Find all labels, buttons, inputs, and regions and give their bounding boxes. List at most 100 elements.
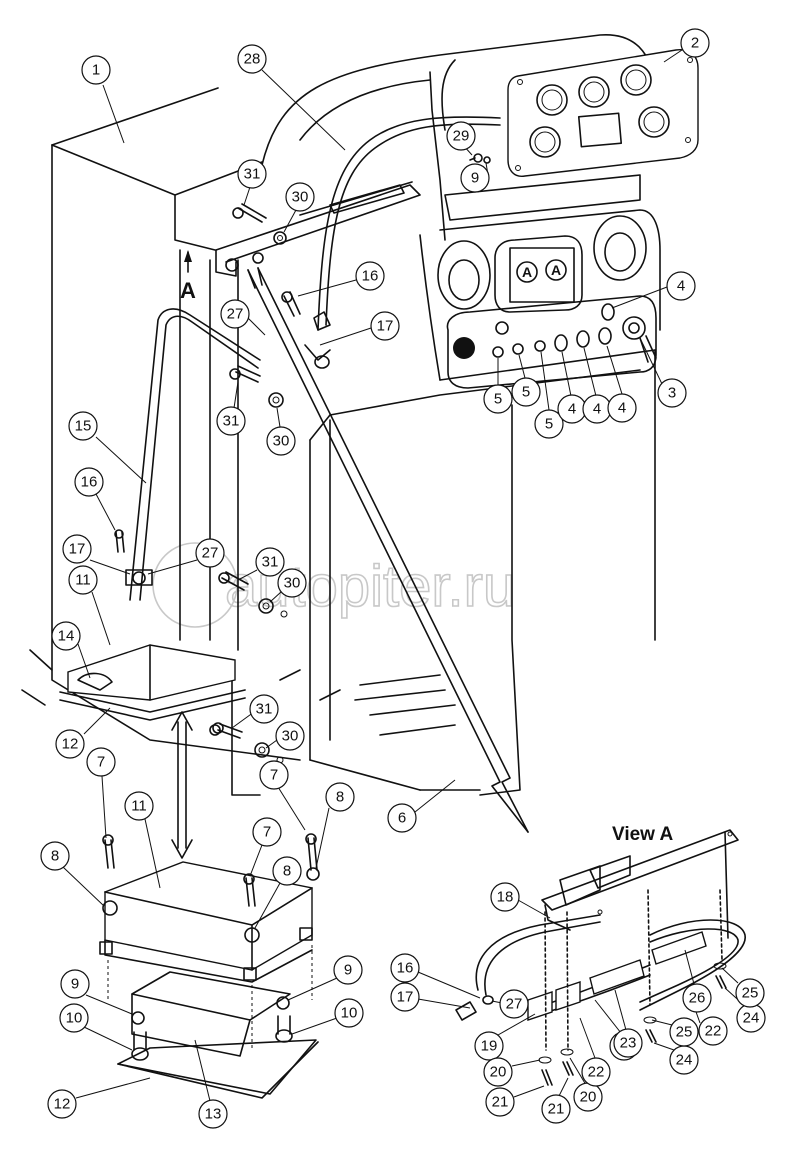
callout-18: 18	[490, 882, 520, 912]
callout-1: 1	[81, 55, 111, 85]
svg-text:7: 7	[263, 824, 271, 841]
callout-17-c: 17	[390, 982, 420, 1012]
svg-text:25: 25	[742, 985, 759, 1002]
svg-text:5: 5	[494, 391, 502, 408]
callout-11-a: 11	[68, 565, 98, 595]
callout-31-a: 31	[237, 159, 267, 189]
harness-upper	[129, 116, 501, 601]
svg-text:16: 16	[397, 960, 414, 977]
battery-mounted	[59, 644, 246, 736]
callout-13: 13	[198, 1099, 228, 1129]
callout-14: 14	[51, 621, 81, 651]
svg-text:4: 4	[568, 401, 576, 418]
svg-text:7: 7	[97, 754, 105, 771]
svg-text:22: 22	[705, 1023, 722, 1040]
ammeter-panel: A A	[494, 235, 583, 313]
svg-text:21: 21	[548, 1101, 565, 1118]
svg-text:27: 27	[506, 996, 523, 1013]
callout-5-c: 5	[534, 409, 564, 439]
callout-25-b: 25	[735, 978, 765, 1008]
callout-23: 23	[613, 1028, 643, 1058]
callout-16-b: 16	[74, 467, 104, 497]
hardware-upper	[114, 203, 301, 764]
svg-text:17: 17	[377, 318, 394, 335]
callout-7-b: 7	[86, 747, 116, 777]
callout-22-b: 22	[698, 1016, 728, 1046]
callout-31-d: 31	[249, 694, 279, 724]
svg-text:24: 24	[676, 1052, 693, 1069]
gauge-mark-right: A	[551, 262, 561, 278]
callout-8-c: 8	[272, 856, 302, 886]
callout-17-a: 17	[370, 311, 400, 341]
svg-text:25: 25	[676, 1024, 693, 1041]
callout-16-c: 16	[390, 953, 420, 983]
svg-text:12: 12	[54, 1096, 71, 1113]
callout-8-a: 8	[325, 782, 355, 812]
dashboard-console: A A	[261, 34, 699, 796]
callout-31-b: 31	[216, 406, 246, 436]
svg-text:9: 9	[471, 170, 479, 187]
callouts: 1 2 28 29 9 31 30 16 17 27 31 30	[40, 28, 766, 1129]
callout-5-a: 5	[483, 384, 513, 414]
callout-9-b: 9	[333, 955, 363, 985]
svg-text:12: 12	[62, 736, 79, 753]
air-vent-left	[437, 240, 491, 310]
callout-4-c: 4	[582, 394, 612, 424]
callout-27-b: 27	[195, 538, 225, 568]
gauge-panel	[507, 49, 699, 177]
svg-text:26: 26	[689, 990, 706, 1007]
svg-text:30: 30	[292, 189, 309, 206]
svg-text:21: 21	[492, 1094, 509, 1111]
cabin-wall	[21, 87, 301, 796]
svg-text:10: 10	[66, 1010, 83, 1027]
callout-30-a: 30	[285, 182, 315, 212]
svg-text:11: 11	[131, 798, 147, 815]
svg-text:31: 31	[244, 166, 261, 183]
svg-text:19: 19	[481, 1038, 498, 1055]
svg-text:9: 9	[344, 962, 352, 979]
svg-text:4: 4	[677, 278, 685, 295]
svg-text:20: 20	[490, 1064, 507, 1081]
svg-text:30: 30	[282, 728, 299, 745]
svg-text:17: 17	[397, 989, 414, 1006]
callout-30-b: 30	[266, 426, 296, 456]
callout-15: 15	[68, 411, 98, 441]
svg-text:8: 8	[51, 848, 59, 865]
callout-19-a: 19	[474, 1031, 504, 1061]
svg-text:2: 2	[691, 35, 699, 52]
callout-29: 29	[446, 121, 476, 151]
svg-text:30: 30	[273, 433, 290, 450]
callout-10-a: 10	[59, 1003, 89, 1033]
svg-text:6: 6	[398, 810, 406, 827]
svg-text:31: 31	[256, 701, 273, 718]
callout-21-a: 21	[485, 1087, 515, 1117]
svg-text:17: 17	[69, 541, 86, 558]
section-marker-label: A	[180, 278, 196, 303]
svg-text:16: 16	[81, 474, 98, 491]
svg-text:16: 16	[362, 268, 379, 285]
air-vent-right	[593, 215, 647, 281]
callout-12-b: 12	[47, 1089, 77, 1119]
svg-text:4: 4	[593, 401, 601, 418]
switches	[453, 303, 657, 363]
callout-27-a: 27	[220, 299, 250, 329]
callout-12-a: 12	[55, 729, 85, 759]
callout-24-b: 24	[736, 1003, 766, 1033]
callout-5-b: 5	[511, 377, 541, 407]
svg-text:22: 22	[588, 1064, 605, 1081]
svg-text:1: 1	[92, 62, 100, 79]
svg-text:7: 7	[270, 767, 278, 784]
callout-4-a: 4	[666, 271, 696, 301]
svg-text:31: 31	[262, 554, 279, 571]
view-a: View A	[455, 824, 746, 1086]
svg-text:4: 4	[618, 400, 626, 417]
svg-text:18: 18	[497, 889, 514, 906]
callout-25-a: 25	[669, 1017, 699, 1047]
callout-20-a: 20	[483, 1057, 513, 1087]
svg-text:14: 14	[58, 628, 75, 645]
svg-text:24: 24	[743, 1010, 760, 1027]
callout-26: 26	[682, 983, 712, 1013]
callout-24-a: 24	[669, 1045, 699, 1075]
callout-11-b: 11	[124, 791, 154, 821]
